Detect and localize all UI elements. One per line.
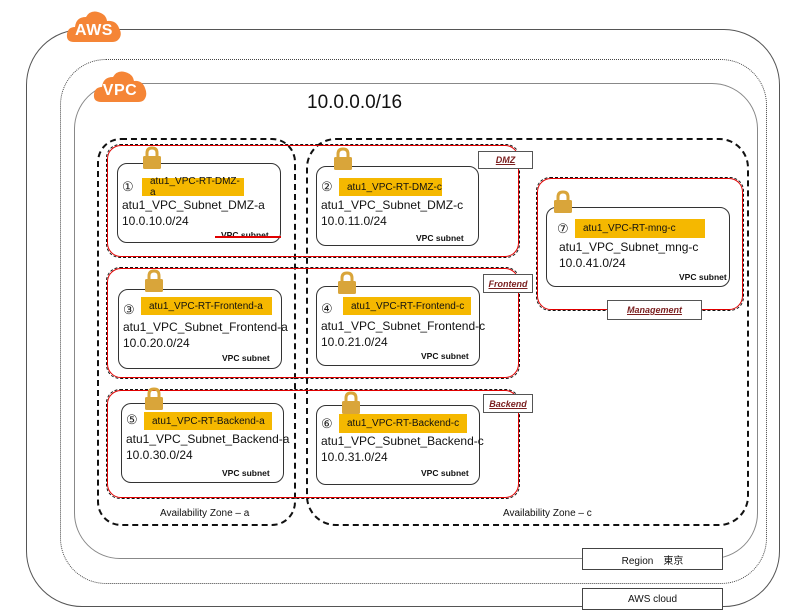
subnet-name: atu1_VPC_Subnet_Frontend-a — [123, 320, 288, 334]
subnet-frontend-c: ④ atu1_VPC-RT-Frontend-c atu1_VPC_Subnet… — [316, 286, 485, 366]
dmz-group — [106, 144, 520, 258]
route-table-label: atu1_VPC-RT-Frontend-c — [343, 297, 471, 315]
route-table-label: atu1_VPC-RT-mng-c — [575, 219, 705, 238]
lock-icon — [145, 387, 163, 410]
aws-label: AWS — [75, 22, 113, 39]
region-container — [60, 59, 767, 584]
subnet-cidr: 10.0.11.0/24 — [321, 214, 387, 228]
aws-cloud-container — [26, 29, 780, 607]
highlight-underline — [215, 236, 281, 238]
subnet-type: VPC subnet — [679, 272, 727, 282]
subnet-type: VPC subnet — [421, 351, 469, 361]
subnet-cidr: 10.0.30.0/24 — [126, 448, 193, 462]
subnet-dmz-c: ② atu1_VPC-RT-DMZ-c atu1_VPC_Subnet_DMZ-… — [316, 166, 479, 246]
lock-icon — [338, 271, 356, 294]
lock-icon — [334, 147, 352, 170]
subnet-cidr: 10.0.10.0/24 — [122, 214, 189, 228]
backend-tag: Backend — [483, 394, 533, 413]
subnet-type: VPC subnet — [421, 468, 469, 478]
aws-cloud-icon — [66, 11, 121, 42]
backend-group — [106, 389, 520, 499]
vpc-cidr: 10.0.0.0/16 — [307, 92, 403, 113]
lock-icon — [554, 190, 572, 213]
route-table-label: atu1_VPC-RT-DMZ-a — [142, 176, 244, 198]
subnet-name: atu1_VPC_Subnet_mng-c — [559, 240, 699, 254]
lock-icon — [145, 269, 163, 292]
subnet-mng-c: ⑦ atu1_VPC-RT-mng-c atu1_VPC_Subnet_mng-… — [546, 207, 730, 287]
subnet-number: ④ — [321, 301, 333, 316]
subnet-frontend-a: ③ atu1_VPC-RT-Frontend-a atu1_VPC_Subnet… — [118, 289, 288, 369]
subnet-number: ⑤ — [126, 412, 138, 427]
aws-cloud-legend: AWS cloud — [582, 588, 723, 610]
subnet-dmz-a: ① atu1_VPC-RT-DMZ-a atu1_VPC_Subnet_DMZ-… — [117, 163, 281, 243]
vpc-label: VPC — [102, 82, 138, 99]
subnet-name: atu1_VPC_Subnet_DMZ-a — [122, 198, 265, 212]
availability-zone-a-label: Availability Zone – a — [160, 508, 250, 519]
management-tag: Management — [607, 300, 702, 320]
availability-zone-a — [97, 138, 296, 526]
subnet-number: ⑦ — [557, 221, 569, 236]
vpc-container — [74, 83, 758, 559]
subnet-type: VPC subnet — [222, 468, 270, 478]
subnet-number: ③ — [123, 302, 135, 317]
subnet-cidr: 10.0.20.0/24 — [123, 336, 190, 350]
aws-cloud-badge: AWS — [64, 8, 124, 44]
subnet-number: ① — [122, 179, 134, 194]
route-table-label: atu1_VPC-RT-Backend-a — [144, 412, 272, 430]
frontend-group — [106, 267, 520, 379]
subnet-name: atu1_VPC_Subnet_Backend-c — [321, 434, 484, 448]
vpc-badge: VPC — [91, 68, 149, 104]
dmz-tag: DMZ — [478, 151, 533, 169]
vpc-cloud-icon — [93, 71, 147, 102]
route-table-label: atu1_VPC-RT-Frontend-a — [141, 297, 272, 315]
route-table-label: atu1_VPC-RT-DMZ-c — [339, 178, 442, 196]
subnet-number: ⑥ — [321, 416, 333, 431]
region-legend: Region 東京 — [582, 548, 723, 570]
subnet-number: ② — [321, 179, 333, 194]
subnet-backend-a: ⑤ atu1_VPC-RT-Backend-a atu1_VPC_Subnet_… — [121, 403, 289, 483]
subnet-name: atu1_VPC_Subnet_DMZ-c — [321, 198, 464, 212]
frontend-tag: Frontend — [483, 274, 533, 293]
route-table-label: atu1_VPC-RT-Backend-c — [339, 414, 467, 433]
subnet-backend-c: ⑥ atu1_VPC-RT-Backend-c atu1_VPC_Subnet_… — [316, 405, 484, 485]
lock-icon — [143, 146, 161, 169]
subnet-cidr: 10.0.31.0/24 — [321, 450, 388, 464]
availability-zone-c-label: Availability Zone – c — [503, 508, 592, 519]
subnet-type: VPC subnet — [222, 353, 270, 363]
subnet-type: VPC subnet — [416, 233, 464, 243]
subnet-cidr: 10.0.21.0/24 — [321, 335, 388, 349]
subnet-name: atu1_VPC_Subnet_Backend-a — [126, 432, 290, 446]
lock-icon — [342, 391, 360, 414]
subnet-cidr: 10.0.41.0/24 — [559, 256, 626, 270]
availability-zone-c — [306, 138, 749, 526]
subnet-name: atu1_VPC_Subnet_Frontend-c — [321, 319, 486, 333]
subnet-type: VPC subnet — [221, 230, 269, 240]
